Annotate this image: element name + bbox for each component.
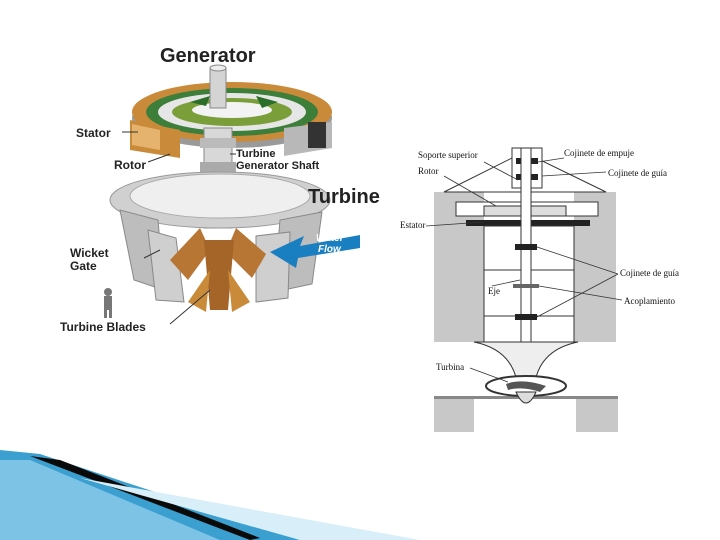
generator-cross-section-diagram: Soporte superior Rotor Estator Eje Turbi… [396, 140, 696, 435]
corner-swoosh-decoration [0, 430, 720, 540]
wicket-gate-label-line1: Wicket [70, 246, 109, 260]
cross-section-drawing [396, 140, 696, 435]
turbine-label: Turbine [308, 186, 380, 209]
shaft-label-line2: Generator Shaft [236, 160, 319, 172]
stator-label: Stator [76, 126, 111, 140]
turbine-blades-label: Turbine Blades [60, 320, 146, 334]
cojinete-empuje-label: Cojinete de empuje [564, 148, 634, 158]
eje-label: Eje [488, 286, 500, 296]
rotor-label-es: Rotor [418, 166, 439, 176]
estator-label: Estator [400, 220, 426, 230]
rotor-label: Rotor [114, 158, 146, 172]
cojinete-guia-mid-label: Cojinete de guía [620, 268, 679, 278]
acoplamiento-label: Acoplamiento [624, 296, 675, 306]
wicket-gate-label-line2: Gate [70, 259, 97, 273]
hydro-generator-cutaway-diagram: Generator Stator Rotor Turbine Generator… [60, 40, 400, 340]
water-flow-label-line1: Water [316, 233, 344, 244]
soporte-superior-label: Soporte superior [418, 150, 478, 160]
generator-title: Generator [160, 45, 256, 68]
cojinete-guia-top-label: Cojinete de guía [608, 168, 667, 178]
turbina-label: Turbina [436, 362, 464, 372]
shaft-label-line1: Turbine [236, 148, 276, 160]
water-flow-label-line2: Flow [318, 244, 341, 255]
